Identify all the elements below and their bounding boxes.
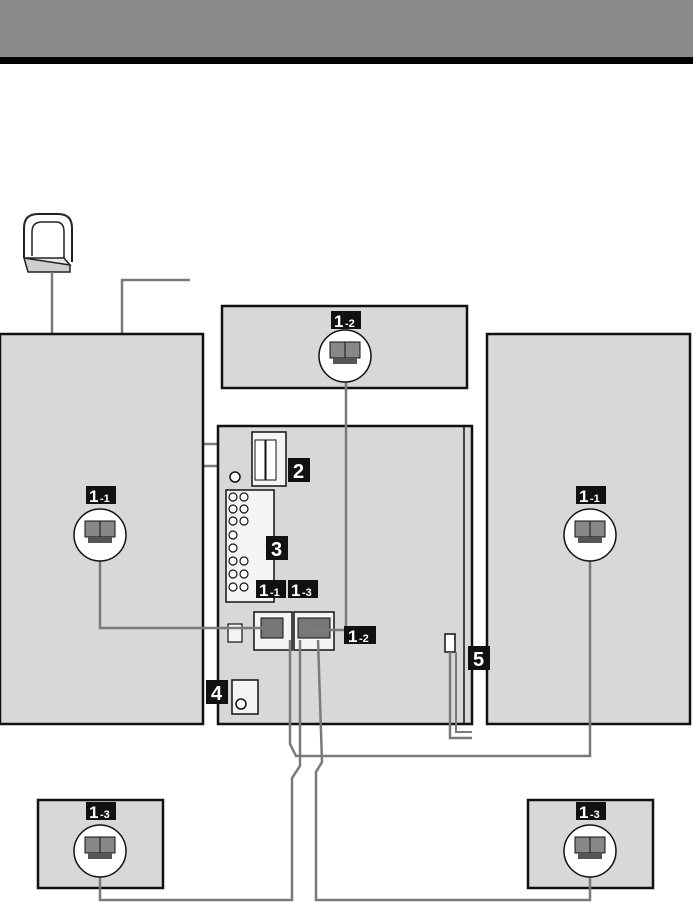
terminal-zoom-center (319, 330, 371, 382)
svg-text:1: 1 (348, 627, 357, 646)
label-antenna: 2 (288, 458, 310, 483)
am-loop-antenna (24, 214, 72, 272)
svg-text:-3: -3 (590, 809, 600, 821)
svg-text:1: 1 (334, 312, 343, 331)
antenna-jack (230, 472, 240, 482)
svg-text:1: 1 (579, 803, 588, 822)
svg-text:1: 1 (259, 581, 268, 600)
label-video: 4 (206, 680, 228, 705)
svg-text:5: 5 (473, 649, 484, 671)
svg-text:-1: -1 (590, 493, 600, 505)
label-unit-center: 1 -2 (344, 626, 376, 646)
label-surround-left-speaker: 1 -3 (86, 802, 116, 822)
svg-text:3: 3 (271, 539, 282, 561)
label-front-left-speaker: 1 -1 (86, 486, 116, 506)
power-plug (445, 634, 455, 652)
svg-text:1: 1 (89, 487, 98, 506)
label-unit-surround: 1 -3 (288, 580, 318, 600)
terminal-zoom-front-left (74, 509, 126, 561)
label-surround-right-speaker: 1 -3 (576, 802, 606, 822)
svg-text:-3: -3 (100, 809, 110, 821)
svg-text:-2: -2 (359, 633, 369, 645)
terminal-zoom-surround-left (74, 825, 126, 877)
svg-text:4: 4 (211, 683, 223, 705)
svg-text:-3: -3 (302, 587, 312, 599)
svg-text:-1: -1 (270, 587, 280, 599)
label-center-speaker: 1 -2 (331, 311, 361, 331)
label-power: 5 (468, 646, 490, 671)
svg-text:-1: -1 (100, 493, 110, 505)
video-out-panel (232, 680, 258, 714)
label-audio-in: 3 (266, 536, 288, 561)
svg-text:2: 2 (293, 461, 304, 483)
svg-text:1: 1 (291, 581, 300, 600)
svg-text:1: 1 (89, 803, 98, 822)
svg-text:-2: -2 (345, 318, 355, 330)
terminal-zoom-front-right (564, 509, 616, 561)
label-unit-front: 1 -1 (256, 580, 286, 600)
label-front-right-speaker: 1 -1 (576, 486, 606, 506)
terminal-zoom-surround-right (564, 825, 616, 877)
svg-text:1: 1 (579, 487, 588, 506)
